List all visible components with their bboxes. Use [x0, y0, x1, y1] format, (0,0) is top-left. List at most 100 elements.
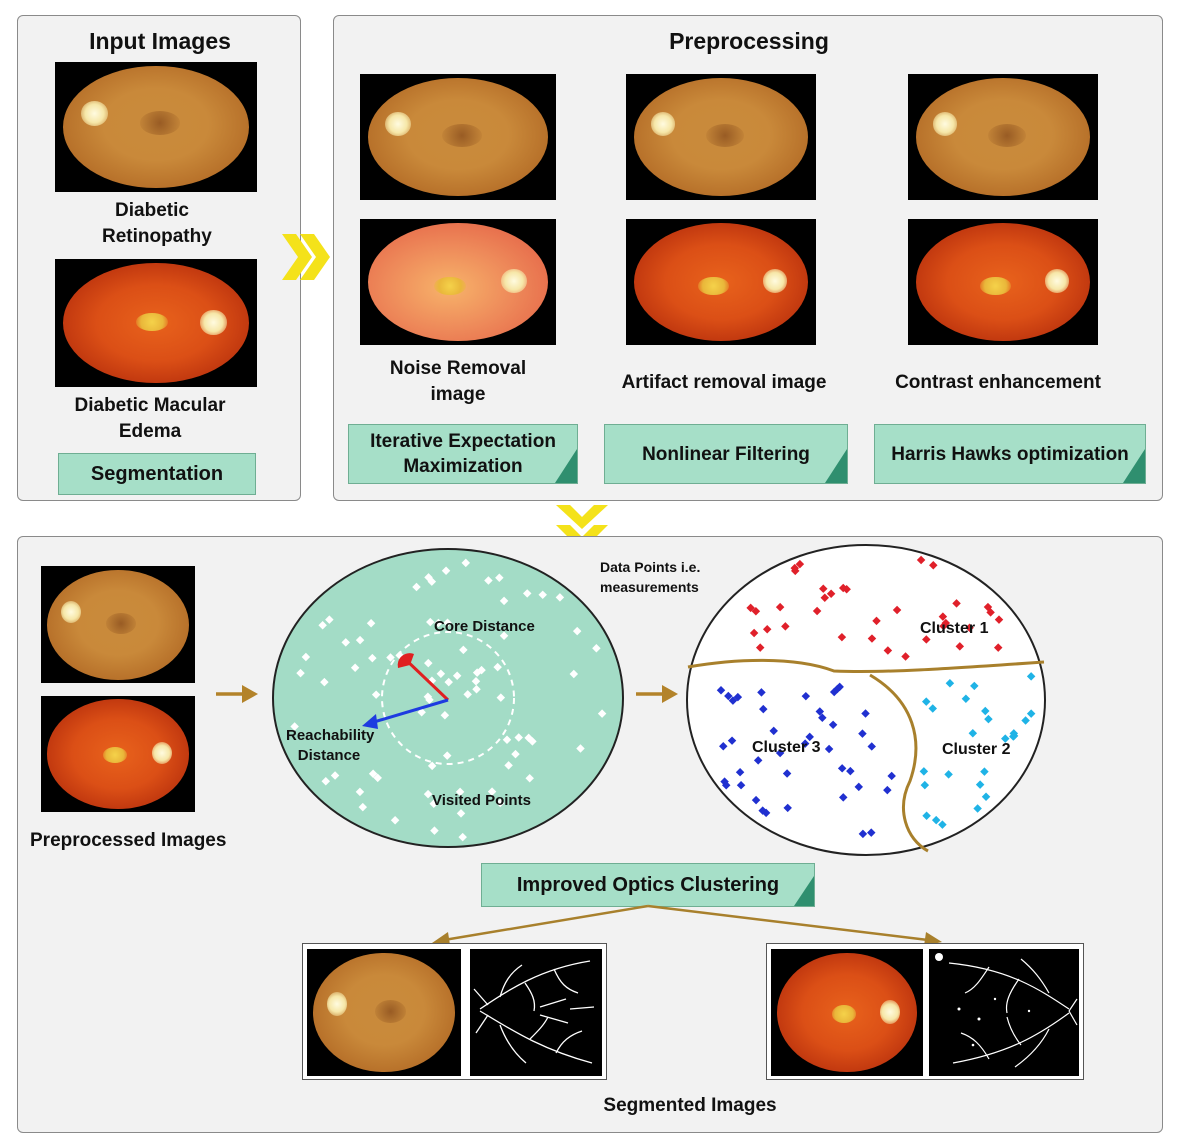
data-point	[495, 573, 504, 582]
cluster-2-point	[931, 815, 941, 825]
clusters-circle	[686, 544, 1046, 856]
artifact-removal-dme-image	[626, 219, 816, 345]
data-point	[429, 799, 438, 808]
data-point	[524, 733, 533, 743]
data-point	[423, 692, 433, 702]
diverging-arrows	[432, 904, 942, 946]
data-point	[461, 558, 471, 568]
core-distance-circle	[381, 631, 515, 765]
data-point	[296, 668, 305, 678]
core-distance-label: Core Distance	[434, 618, 535, 635]
nonlinear-filtering-label: Nonlinear Filtering	[642, 443, 810, 465]
segmented-images-label: Segmented Images	[603, 1095, 777, 1116]
data-point	[355, 787, 365, 797]
artifact-removal-dr-image	[626, 74, 816, 200]
cluster-2-point	[928, 704, 937, 713]
iterative-expectation-maximization-button[interactable]: Iterative Expectation Maximization	[348, 424, 578, 484]
cluster-3-label: Cluster 3	[752, 739, 821, 756]
diabetic-macular-edema-image	[55, 259, 257, 387]
noise-removal-label: Noise Removal image	[389, 358, 527, 405]
diabetic-retinopathy-label: Diabetic Retinopathy	[102, 200, 212, 247]
noise-removal-dme-image	[360, 219, 556, 345]
cluster-2-point	[1021, 716, 1030, 725]
harris-hawks-optimization-label: Harris Hawks optimization	[891, 443, 1129, 465]
preprocessed-images-label: Preprocessed Images	[30, 830, 227, 851]
cluster-3-point	[805, 732, 814, 742]
data-point	[477, 665, 486, 675]
corner-fold-icon	[555, 449, 577, 483]
improved-optics-clustering-button[interactable]: Improved Optics Clustering	[481, 863, 815, 907]
data-point	[484, 576, 493, 585]
cluster-3-point	[861, 709, 870, 718]
data-point	[597, 709, 607, 718]
cluster-3-point	[837, 764, 847, 773]
data-points-label: Data Points i.e. measurements	[600, 559, 701, 595]
cluster-1-point	[820, 593, 830, 602]
cluster-2-point	[961, 694, 971, 703]
data-point	[430, 826, 439, 835]
data-point	[423, 789, 433, 799]
diabetic-macular-edema-label: Diabetic Macular Edema	[74, 395, 226, 442]
data-point	[576, 744, 585, 753]
data-point	[386, 653, 395, 662]
data-point	[301, 652, 311, 662]
data-point	[440, 711, 450, 720]
data-point	[458, 832, 467, 842]
optics-reachability-diagram	[272, 548, 624, 848]
cluster-2-point	[945, 679, 955, 688]
cluster-1-point	[892, 605, 902, 615]
cluster-1-point	[993, 643, 1003, 652]
cluster-1-point	[916, 555, 926, 565]
cluster-2-point	[970, 681, 979, 691]
cluster-2-point	[1009, 729, 1019, 738]
cluster-3-point	[736, 780, 746, 790]
cluster-3-point	[818, 713, 827, 723]
data-point	[424, 573, 433, 582]
cluster-3-point	[724, 691, 733, 701]
data-point	[456, 809, 466, 818]
cluster-1-point	[929, 560, 938, 570]
cluster-3-point	[815, 707, 825, 716]
harris-hawks-optimization-button[interactable]: Harris Hawks optimization	[874, 424, 1146, 484]
input-images-title: Input Images	[89, 28, 231, 54]
data-point	[569, 669, 579, 679]
noise-removal-dr-image	[360, 74, 556, 200]
corner-fold-icon	[794, 876, 814, 906]
data-point	[471, 677, 481, 686]
cluster-2-point	[922, 811, 931, 820]
cluster-1-point	[965, 623, 974, 632]
segmentation-button[interactable]: Segmentation	[58, 453, 256, 495]
data-point	[390, 815, 400, 825]
cluster-1-point	[883, 646, 893, 655]
cluster-1-point	[812, 606, 822, 616]
data-point	[459, 645, 468, 655]
cluster-2-point	[944, 770, 953, 779]
cluster-3-point	[761, 808, 771, 818]
cluster-3-point	[828, 720, 838, 730]
cluster-1-point	[826, 589, 836, 599]
data-point	[341, 638, 350, 647]
data-point	[436, 669, 446, 679]
data-point	[504, 761, 513, 770]
data-point	[511, 749, 520, 759]
cluster-2-point	[920, 780, 930, 790]
cluster-boundary-lower	[869, 673, 929, 853]
cluster-2-point	[980, 767, 989, 776]
contrast-enhancement-label: Contrast enhancement	[895, 372, 1101, 393]
cluster-3-point	[721, 781, 731, 790]
data-point	[330, 771, 340, 780]
data-point	[444, 677, 453, 687]
clusters-diagram	[686, 544, 1046, 856]
data-point	[358, 802, 368, 812]
cluster-2-point	[919, 767, 929, 776]
cluster-3-point	[801, 691, 811, 701]
segmentation-button-label: Segmentation	[90, 462, 224, 485]
nonlinear-filtering-button[interactable]: Nonlinear Filtering	[604, 424, 848, 484]
cluster-2-point	[1026, 709, 1036, 718]
data-point	[325, 615, 334, 624]
cluster-3-point	[829, 687, 839, 697]
data-point	[427, 761, 437, 771]
cluster-2-point	[922, 697, 931, 706]
data-point	[455, 787, 465, 797]
contrast-enhancement-dme-image	[908, 219, 1098, 345]
